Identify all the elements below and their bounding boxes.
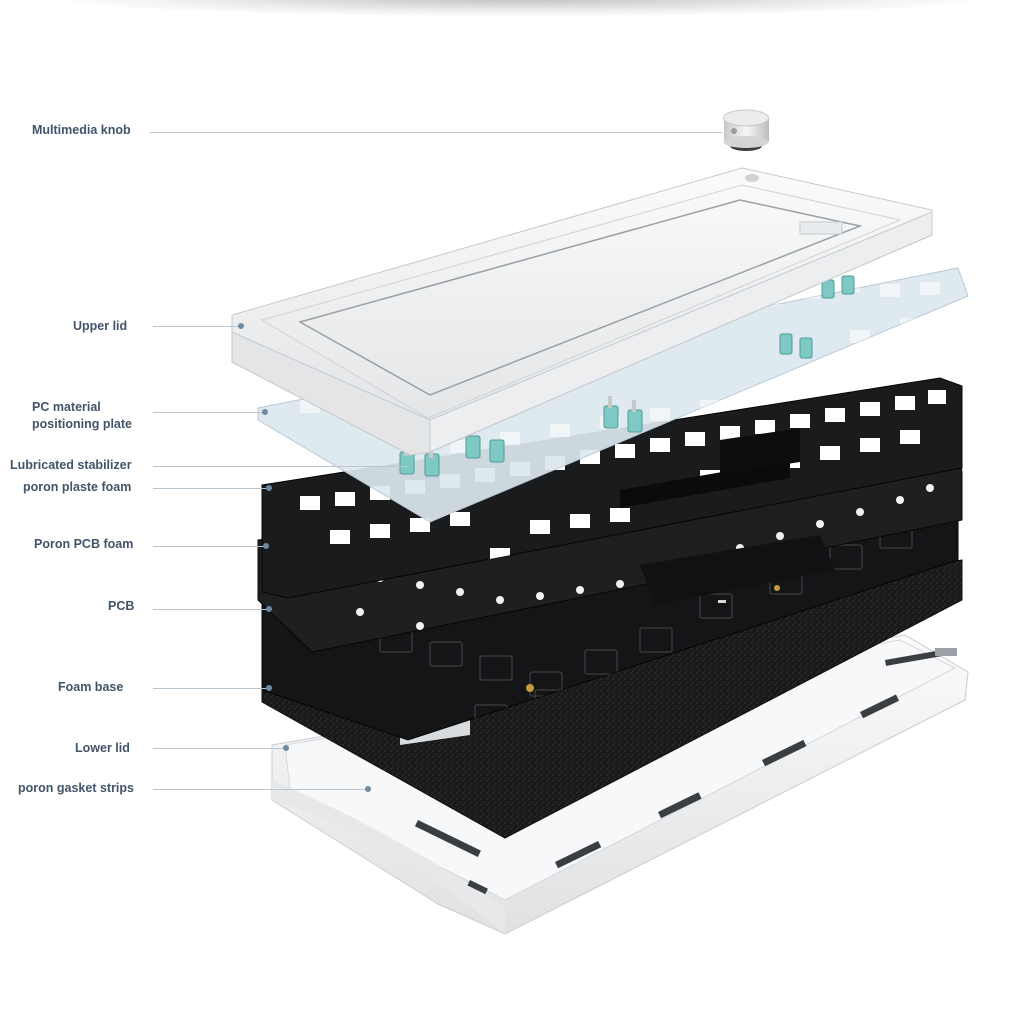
dot-pc-plate — [262, 409, 268, 415]
label-pcb-foam: Poron PCB foam — [34, 537, 134, 551]
stabilizer-2 — [465, 435, 505, 463]
stabilizer-3 — [603, 396, 643, 433]
poron-pcb-foam — [257, 459, 963, 653]
dot-lower-lid — [283, 745, 289, 751]
leader-foam-base — [153, 688, 269, 689]
label-foam-base: Foam base — [58, 680, 124, 694]
leader-pcb — [153, 609, 269, 610]
leader-lower-lid — [153, 748, 286, 749]
leader-plate-foam — [153, 488, 269, 489]
knob-icon — [723, 109, 769, 151]
upper-lid — [231, 167, 933, 456]
label-multimedia-knob: Multimedia knob — [32, 123, 131, 137]
label-pcb: PCB — [108, 599, 135, 613]
leader-stabilizer — [153, 466, 408, 467]
label-pc-plate-line2: positioning plate — [32, 417, 132, 431]
leader-pc-plate — [153, 412, 265, 413]
leader-gasket-strips — [153, 789, 368, 790]
stabilizer-1 — [399, 446, 440, 477]
top-shadow — [60, 0, 980, 16]
label-stabilizer: Lubricated stabilizer — [10, 458, 132, 472]
dot-gasket-strips — [365, 786, 371, 792]
leader-knob — [150, 132, 722, 133]
dot-plate-foam — [266, 485, 272, 491]
label-upper-lid: Upper lid — [73, 319, 128, 333]
label-plate-foam: poron plaste foam — [23, 480, 132, 494]
label-pc-plate-line1: PC material — [32, 400, 101, 414]
label-gasket-strips: poron gasket strips — [18, 781, 134, 795]
dot-pcb-foam — [263, 543, 269, 549]
stabilizer-6 — [821, 275, 855, 299]
dot-upper-lid — [238, 323, 244, 329]
stabilizer-4 — [779, 333, 813, 359]
leader-upper-lid — [153, 326, 241, 327]
label-lower-lid: Lower lid — [75, 741, 130, 755]
dot-pcb — [266, 606, 272, 612]
dot-foam-base — [266, 685, 272, 691]
leader-pcb-foam — [153, 546, 266, 547]
poron-plate-foam — [261, 377, 963, 599]
